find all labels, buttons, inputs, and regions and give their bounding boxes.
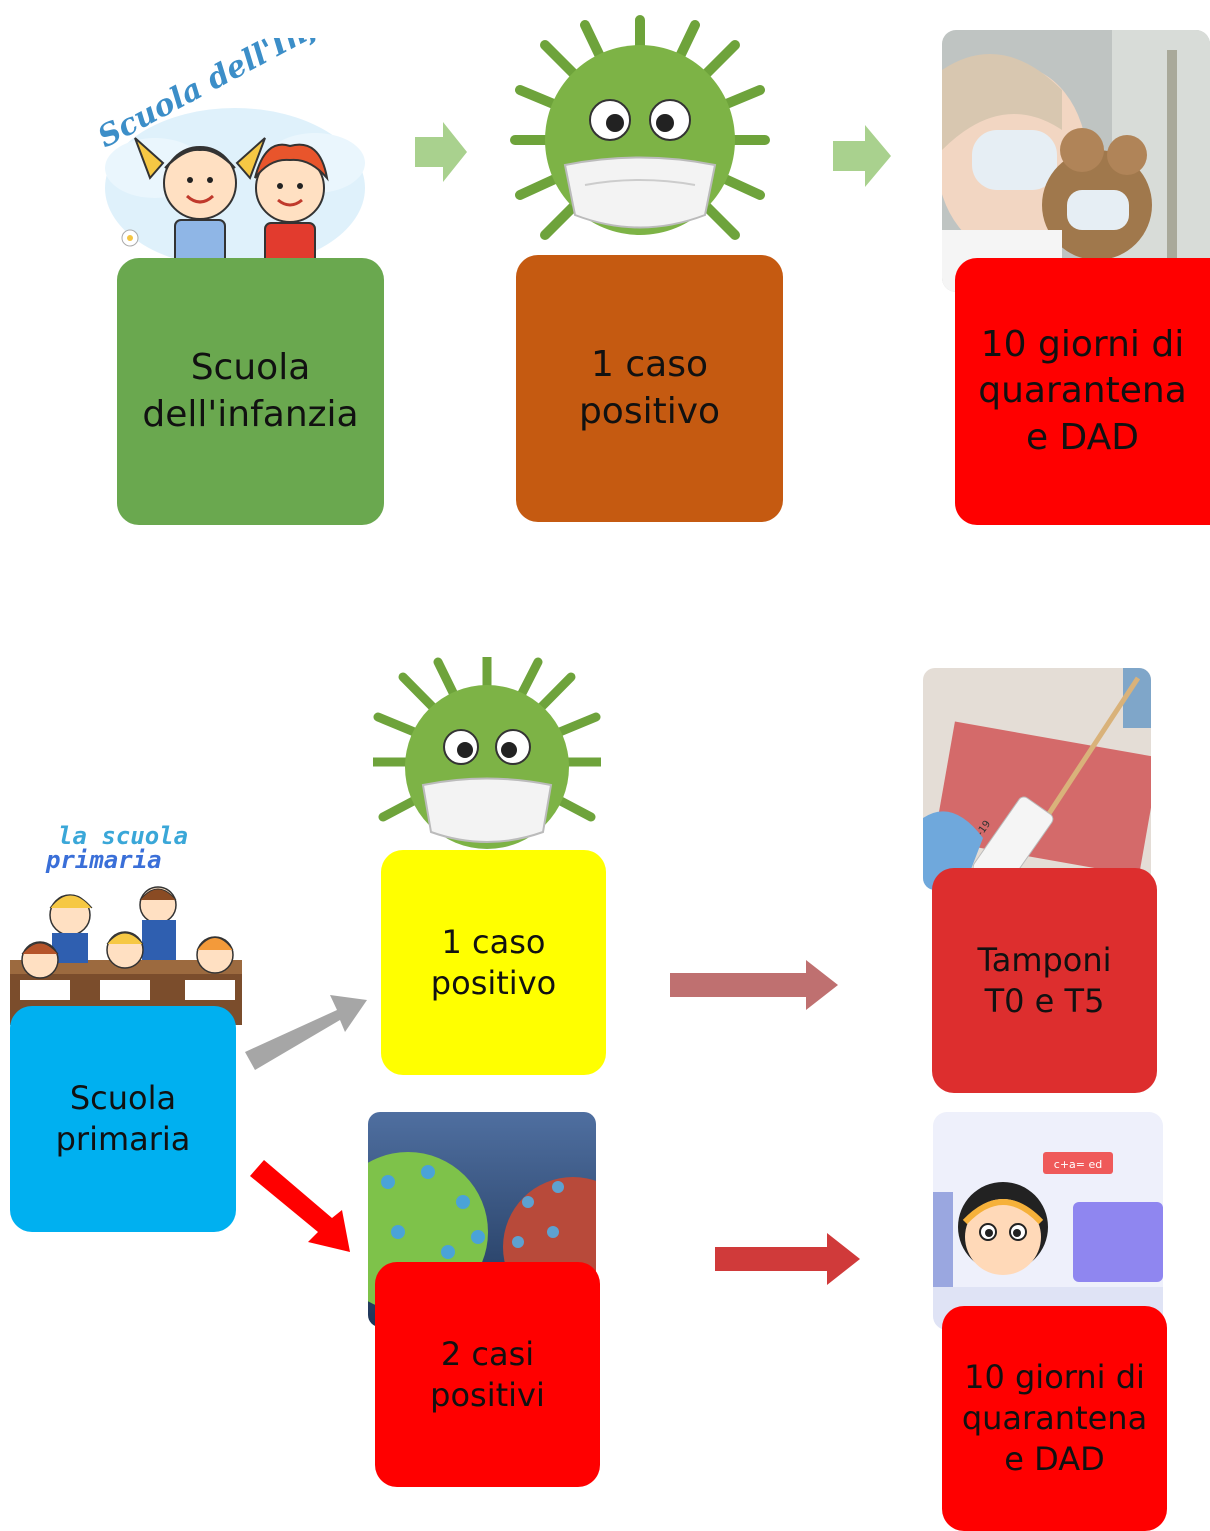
student-image: c+a= ed [933, 1112, 1163, 1330]
bottom-one-case-box: 1 caso positivo [381, 850, 606, 1075]
swab-test-photo: COVID-19 [923, 668, 1151, 890]
arrow-darkred-right [715, 1233, 860, 1285]
virus-image-top [505, 15, 775, 265]
arrow-right-1 [415, 122, 467, 182]
top-quarantine-label: 10 giorni di quarantena e DAD [978, 324, 1187, 458]
primary-school-image: la scuola primaria [10, 820, 242, 1025]
kindergarten-box-label: Scuola dell'infanzia [142, 347, 359, 435]
primary-image-title-2: primaria [45, 846, 162, 874]
children-illustration-icon: Scuola dell'Infanzia [95, 38, 375, 274]
top-positive-case-label: 1 caso positivo [578, 344, 721, 432]
masked-child-window-photo [942, 30, 1210, 292]
top-positive-case-box: 1 caso positivo [516, 255, 783, 522]
tamponi-box: Tamponi T0 e T5 [932, 868, 1157, 1093]
kindergarten-image: Scuola dell'Infanzia [95, 38, 375, 283]
swab-test-image: COVID-19 [923, 668, 1151, 890]
masked-virus-icon [510, 15, 770, 240]
primary-school-label: Scuola primaria [55, 1079, 191, 1158]
kindergarten-box: Scuola dell'infanzia [117, 258, 384, 525]
top-quarantine-box: 10 giorni di quarantena e DAD [955, 258, 1210, 525]
arrow-red-down [250, 1160, 355, 1255]
classroom-children-icon: la scuola primaria [10, 822, 242, 1025]
virus-image-bottom [373, 657, 601, 857]
bottom-quarantine-label: 10 giorni di quarantena e DAD [961, 1358, 1148, 1478]
student-computer-icon: c+a= ed [933, 1112, 1163, 1330]
tamponi-label: Tamponi T0 e T5 [977, 940, 1112, 1020]
bottom-one-case-label: 1 caso positivo [430, 922, 557, 1002]
arrow-right-2 [833, 125, 891, 187]
arrow-mauve-right [670, 960, 838, 1010]
masked-virus-icon [373, 657, 601, 849]
primary-image-title-1: la scuola [58, 822, 188, 850]
arrow-grey-up [245, 990, 370, 1075]
child-mask-image [942, 30, 1210, 292]
primary-school-box: Scuola primaria [10, 1006, 236, 1232]
bottom-two-cases-box: 2 casi positivi [375, 1262, 600, 1487]
bottom-two-cases-label: 2 casi positivi [430, 1334, 545, 1414]
formula-label: c+a= ed [1054, 1158, 1102, 1171]
bottom-quarantine-box: 10 giorni di quarantena e DAD [942, 1306, 1167, 1531]
